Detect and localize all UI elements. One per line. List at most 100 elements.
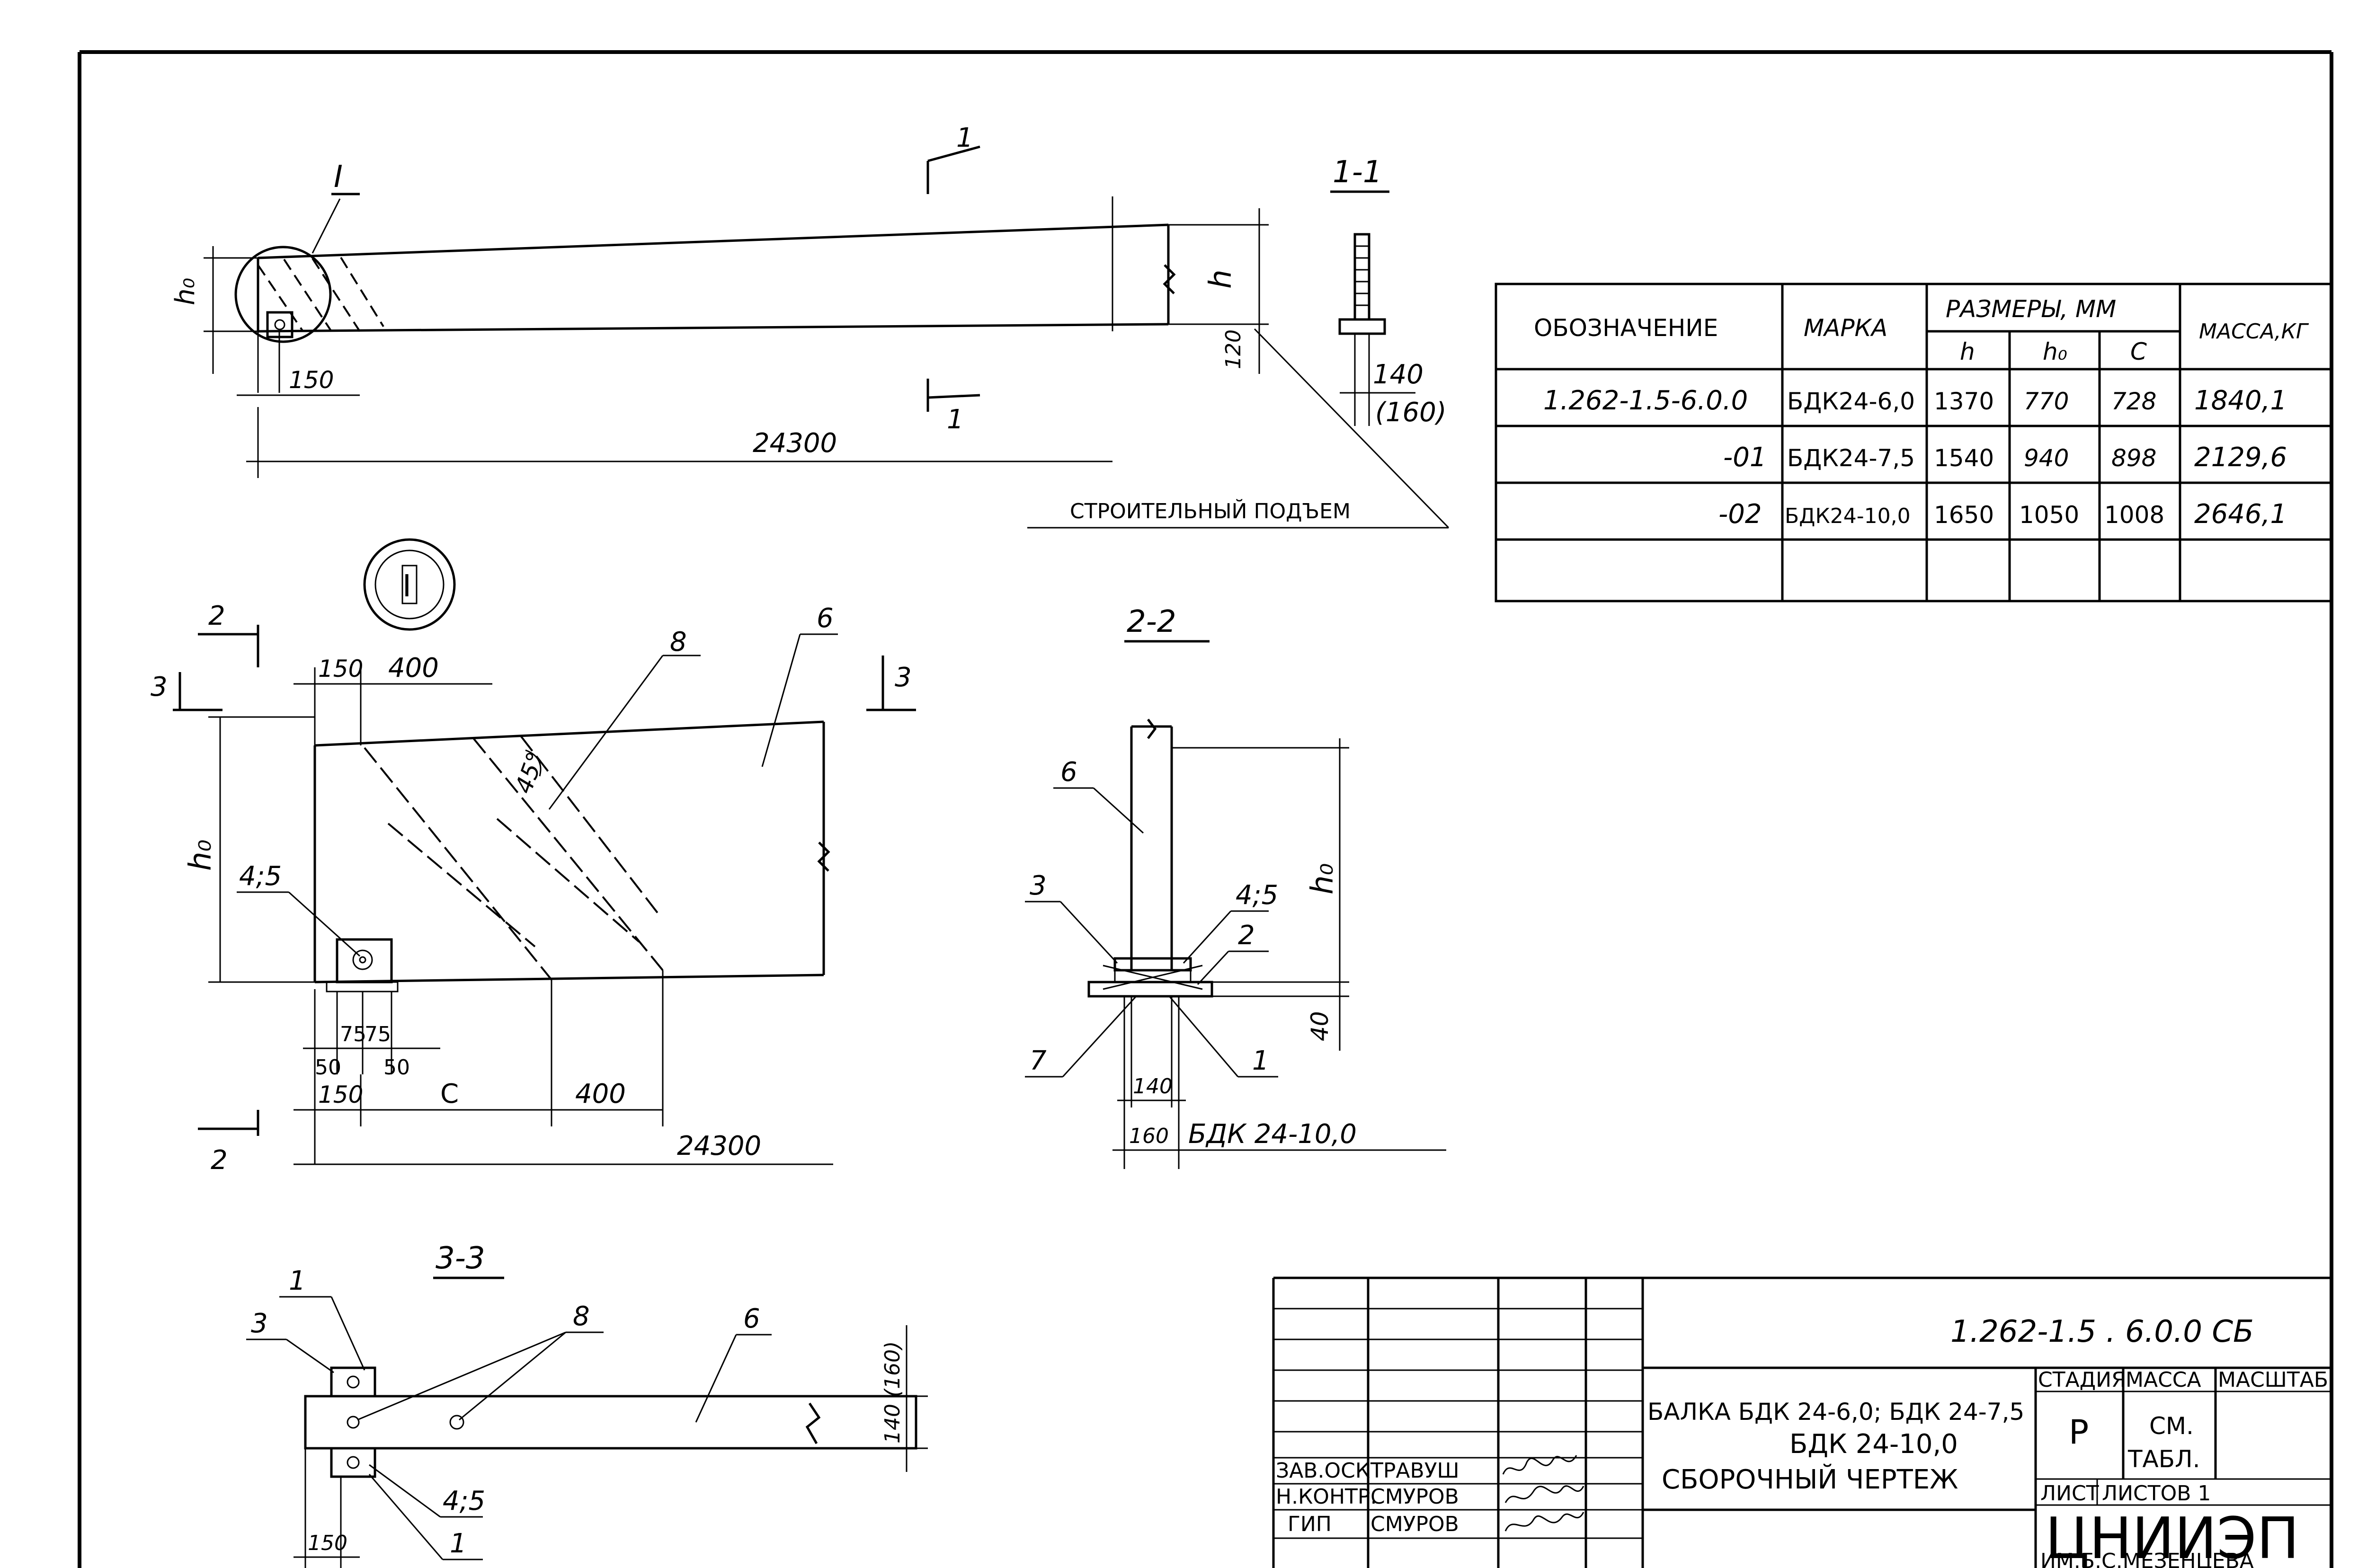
detail-I: I 2 3 3 2 8 6 bbox=[151, 538, 916, 1176]
section-3-3: 3-3 1 3 8 6 4;5 1 140 (160) bbox=[246, 1241, 928, 1568]
section-2-2-160-dim: 160 bbox=[1129, 1124, 1169, 1148]
detail-50-a: 50 bbox=[315, 1055, 341, 1080]
mass-value-2: ТАБЛ. bbox=[2127, 1445, 2200, 1473]
detail-50-b: 50 bbox=[383, 1055, 410, 1080]
section-3-3-label-4-5: 4;5 bbox=[443, 1486, 485, 1516]
detail-75-b: 75 bbox=[365, 1022, 391, 1046]
signature-mark bbox=[1504, 1512, 1584, 1532]
beam-elevation: I 1 1 h₀ h 120 150 bbox=[170, 123, 1450, 529]
stage-value: Р bbox=[2069, 1413, 2089, 1452]
section-2-2: 2-2 6 3 4;5 2 7 1 h₀ 40 bbox=[1025, 604, 1446, 1169]
section-3-3-label-3: 3 bbox=[251, 1308, 268, 1339]
section-1-1-160-dim: (160) bbox=[1375, 397, 1447, 428]
detail-label-4-5: 4;5 bbox=[239, 861, 282, 892]
table-header-designation: ОБОЗНАЧЕНИЕ bbox=[1534, 314, 1718, 342]
detail-mark-2-bottom: 2 bbox=[211, 1145, 228, 1176]
table-row-designation: -01 bbox=[1723, 442, 1766, 473]
detail-150-top: 150 bbox=[318, 655, 363, 682]
table-row-mark: БДК24-10,0 bbox=[1785, 504, 1911, 528]
title-line-2: БДК 24-10,0 bbox=[1789, 1429, 1958, 1460]
section-2-2-label-6: 6 bbox=[1060, 757, 1077, 788]
elevation-length-dim: 24300 bbox=[753, 428, 837, 459]
table-header-mark: МАРКА bbox=[1804, 314, 1887, 342]
staff-name: ТРАВУШ bbox=[1370, 1459, 1459, 1483]
signature-mark bbox=[1502, 1455, 1577, 1475]
staff-name: СМУРОВ bbox=[1370, 1512, 1459, 1536]
signature-mark bbox=[1504, 1485, 1584, 1503]
scale-header: МАСШТАБ bbox=[2218, 1368, 2328, 1392]
staff-role: Н.КОНТР. bbox=[1276, 1485, 1377, 1509]
section-1-1: 1-1 140 (160) bbox=[1330, 155, 1447, 428]
table-row-h: 1370 bbox=[1934, 388, 1994, 415]
detail-callout-label: I bbox=[334, 159, 343, 195]
elevation-h0-dim: h₀ bbox=[170, 278, 201, 305]
section-2-2-title: 2-2 bbox=[1127, 604, 1176, 639]
doc-code: 1.262-1.5 . 6.0.0 СБ bbox=[1950, 1314, 2254, 1349]
section-2-2-40-dim: 40 bbox=[1306, 1011, 1334, 1041]
table-row-c: 728 bbox=[2111, 388, 2156, 415]
detail-I-title: I bbox=[402, 569, 411, 604]
detail-150-bottom: 150 bbox=[318, 1081, 363, 1108]
table-row-c: 898 bbox=[2111, 444, 2156, 472]
section-3-3-label-6: 6 bbox=[743, 1303, 760, 1334]
section-2-2-label-7: 7 bbox=[1030, 1045, 1047, 1076]
detail-mark-3-left: 3 bbox=[151, 672, 168, 702]
section-1-1-title: 1-1 bbox=[1333, 155, 1382, 190]
detail-400-bottom: 400 bbox=[575, 1079, 626, 1109]
section-mark-top: 1 bbox=[956, 123, 973, 153]
sheet-label: ЛИСТ bbox=[2040, 1481, 2099, 1506]
detail-400-top: 400 bbox=[388, 653, 439, 683]
stage-header: СТАДИЯ bbox=[2038, 1368, 2126, 1392]
table-row-c: 1008 bbox=[2104, 501, 2164, 529]
table-row-h0: 1050 bbox=[2019, 501, 2079, 529]
section-2-2-label-2: 2 bbox=[1238, 920, 1255, 951]
table-row-mark: БДК24-6,0 bbox=[1787, 388, 1915, 415]
staff-role: ГИП bbox=[1288, 1512, 1332, 1536]
detail-24300-dim: 24300 bbox=[677, 1131, 761, 1161]
detail-mark-2-top: 2 bbox=[208, 601, 225, 631]
detail-mark-3-right: 3 bbox=[895, 662, 912, 693]
table-header-sizes: РАЗМЕРЫ, ММ bbox=[1946, 295, 2116, 323]
section-3-3-label-8: 8 bbox=[573, 1301, 590, 1332]
organization-logo-text: ЦНИИЭП bbox=[2045, 1506, 2299, 1568]
section-1-1-140-dim: 140 bbox=[1373, 359, 1424, 390]
detail-label-6: 6 bbox=[817, 603, 834, 634]
camber-note: СТРОИТЕЛЬНЫЙ ПОДЪЕМ bbox=[1070, 498, 1351, 523]
table-header-h: h bbox=[1960, 338, 1975, 365]
elevation-120-dim: 120 bbox=[1221, 329, 1246, 369]
section-3-3-title: 3-3 bbox=[436, 1241, 485, 1276]
detail-angle: 45° bbox=[510, 748, 550, 797]
organization-subtitle: ИМ.Б.С.МЕЗЕНЦЕВА bbox=[2040, 1549, 2254, 1568]
table-row-mass: 1840,1 bbox=[2194, 385, 2287, 416]
specification-table: ОБОЗНАЧЕНИЕ МАРКА РАЗМЕРЫ, ММ h h₀ C МАС… bbox=[1495, 283, 2333, 602]
detail-label-8: 8 bbox=[670, 627, 687, 657]
elevation-h-dim: h bbox=[1203, 269, 1238, 289]
section-3-3-140-dim: 140 (160) bbox=[881, 1341, 905, 1444]
table-row-mass: 2646,1 bbox=[2194, 499, 2287, 530]
detail-h0-dim: h₀ bbox=[183, 840, 218, 871]
section-2-2-label-1: 1 bbox=[1252, 1045, 1269, 1076]
elevation-150-dim: 150 bbox=[289, 366, 334, 394]
title-line-1: БАЛКА БДК 24-6,0; БДК 24-7,5 bbox=[1647, 1398, 2024, 1426]
section-3-3-label-1-bottom: 1 bbox=[450, 1528, 467, 1559]
section-2-2-label-3: 3 bbox=[1030, 870, 1047, 901]
table-row-mark: БДК24-7,5 bbox=[1787, 444, 1915, 472]
section-2-2-label-4-5: 4;5 bbox=[1236, 880, 1278, 911]
sheets-label: ЛИСТОВ 1 bbox=[2102, 1481, 2211, 1506]
table-row-h0: 940 bbox=[2024, 444, 2069, 472]
table-header-h0: h₀ bbox=[2043, 338, 2067, 365]
section-3-3-150-dim: 150 bbox=[308, 1531, 347, 1555]
table-header-c: C bbox=[2130, 338, 2147, 365]
section-mark-bottom: 1 bbox=[947, 404, 964, 435]
title-block: 1.262-1.5 . 6.0.0 СБ БАЛКА БДК 24-6,0; Б… bbox=[1272, 1276, 2331, 1568]
staff-role: ЗАВ.ОСК bbox=[1276, 1459, 1370, 1483]
table-header-mass: МАССА,КГ bbox=[2199, 319, 2309, 344]
staff-name: СМУРОВ bbox=[1370, 1485, 1459, 1509]
section-2-2-h0-dim: h₀ bbox=[1305, 863, 1340, 895]
mass-header: МАССА bbox=[2126, 1368, 2201, 1392]
section-2-2-140-dim: 140 bbox=[1133, 1074, 1173, 1098]
table-row-h0: 770 bbox=[2024, 388, 2069, 415]
table-row-h: 1650 bbox=[1934, 501, 1994, 529]
detail-75-a: 75 bbox=[340, 1022, 366, 1046]
